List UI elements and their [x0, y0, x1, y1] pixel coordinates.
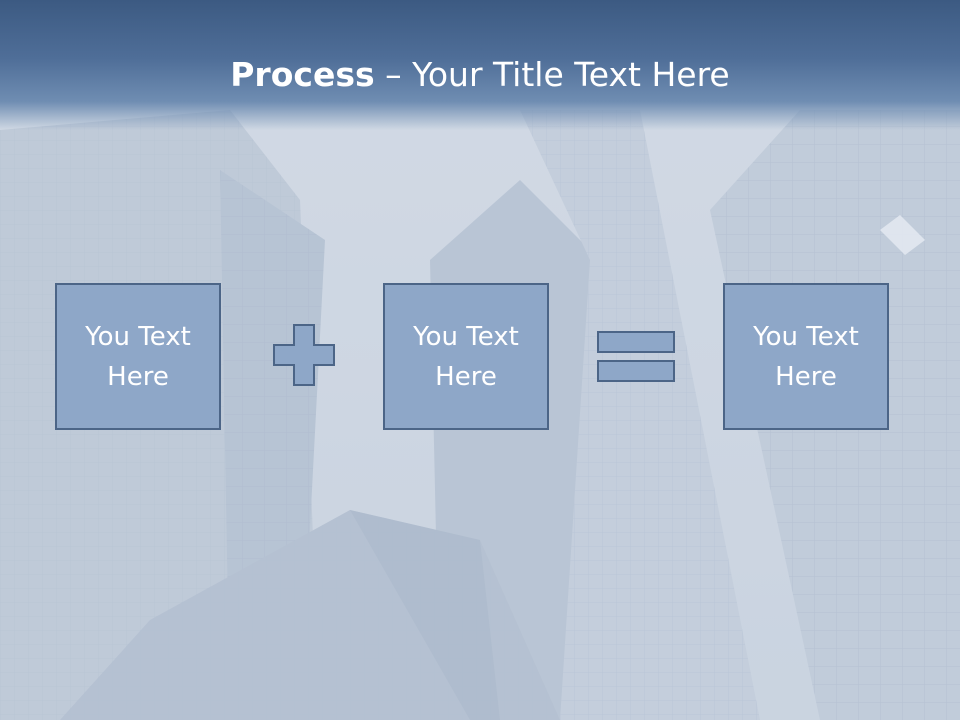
process-box-2-label: You Text Here: [413, 321, 519, 392]
equals-icon: [597, 331, 675, 382]
process-box-2: You Text Here: [383, 283, 549, 430]
title-rest: – Your Title Text Here: [374, 55, 730, 94]
process-box-3-label: You Text Here: [753, 321, 859, 392]
process-box-3: You Text Here: [723, 283, 889, 430]
plus-icon: [273, 324, 335, 386]
process-box-1: You Text Here: [55, 283, 221, 430]
slide-title: Process – Your Title Text Here: [0, 52, 960, 98]
process-box-1-label: You Text Here: [85, 321, 191, 392]
title-bold-word: Process: [230, 55, 375, 94]
title-band: [0, 0, 960, 130]
